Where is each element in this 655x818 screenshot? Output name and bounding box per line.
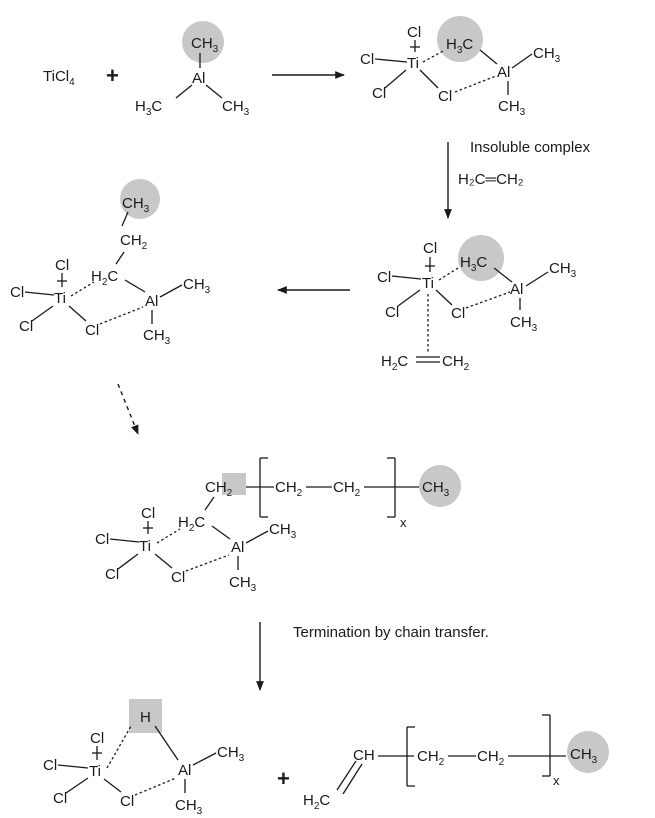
plus-sign-2: + [277,766,290,791]
svg-text:Cl: Cl [438,88,452,105]
growing-chain-complex: CH2 CH2 CH2 x CH3 H2C Cl Cl Ti Cl Cl Al … [95,457,461,594]
svg-text:CH3: CH3 [422,479,450,499]
svg-text:Cl: Cl [10,284,24,301]
svg-text:Cl: Cl [85,322,99,339]
svg-text:CH3: CH3 [143,327,171,347]
condition-insoluble-complex: Insoluble complex [470,139,591,156]
svg-text:H2C: H2C [178,514,205,534]
reactant-ticl4: TiCl4 [43,68,75,88]
svg-text:Al: Al [192,70,205,87]
end-highlight [222,473,246,495]
svg-text:Cl: Cl [377,269,391,286]
svg-text:Cl: Cl [360,51,374,68]
svg-text:CH3: CH3 [533,45,561,65]
svg-text:CH2: CH2 [333,479,361,499]
svg-text:H3C: H3C [460,254,487,274]
svg-text:CH3: CH3 [269,521,297,541]
svg-text:CH2: CH2 [477,748,505,768]
svg-text:H2C: H2C [381,353,408,373]
svg-text:Ti: Ti [89,763,101,780]
svg-text:Cl: Cl [407,24,421,41]
svg-text:CH2: CH2 [205,479,233,499]
svg-text:CH2: CH2 [275,479,303,499]
svg-text:x: x [553,773,560,788]
svg-text:CH3: CH3 [217,744,245,764]
methyl-highlight [419,465,461,507]
svg-text:CH3: CH3 [570,746,598,766]
svg-text:Al: Al [510,281,523,298]
svg-text:Cl: Cl [90,730,104,747]
svg-text:CH3: CH3 [549,260,577,280]
svg-text:Cl: Cl [451,305,465,322]
svg-text:H3C: H3C [446,36,473,56]
svg-text:H2C: H2C [91,268,118,288]
methyl-highlight [120,179,160,219]
svg-text:Cl: Cl [423,240,437,257]
svg-text:Cl: Cl [372,85,386,102]
svg-text:Cl: Cl [53,790,67,807]
svg-text:CH: CH [353,747,375,764]
svg-text:CH3: CH3 [175,797,203,817]
condition-termination: Termination by chain transfer. [293,624,489,641]
svg-text:CH3: CH3 [498,98,526,118]
ethylene-pi-complex: Cl Cl Ti Cl Cl H3C Al CH3 CH3 H2C CH2 [377,235,577,373]
reactant-trimethylaluminum: CH3 Al H3C CH3 [135,21,250,118]
svg-text:CH3: CH3 [122,195,150,215]
svg-text:CH3: CH3 [510,314,538,334]
svg-text:Cl: Cl [141,505,155,522]
svg-text:CH2: CH2 [120,232,148,252]
svg-text:H: H [140,709,151,726]
svg-text:Cl: Cl [385,304,399,321]
svg-text:Cl: Cl [105,566,119,583]
condition-ethylene: H₂C═CH₂ [458,171,524,188]
svg-text:TiCl4: TiCl4 [43,68,75,88]
svg-text:CH2: CH2 [442,353,470,373]
svg-text:CH2: CH2 [417,748,445,768]
reaction-arrow-4 [117,383,139,435]
svg-text:Cl: Cl [43,757,57,774]
svg-text:CH3: CH3 [183,276,211,296]
svg-text:Ti: Ti [139,538,151,555]
insertion-complex: CH3 CH2 H2C Cl Cl Ti Cl Cl Al CH3 CH3 [10,179,211,347]
svg-text:Ti: Ti [407,55,419,72]
svg-text:Al: Al [145,293,158,310]
svg-text:Cl: Cl [171,569,185,586]
svg-text:CH3: CH3 [229,574,257,594]
product-hydride-complex: H Cl Cl Ti Cl Cl Al CH3 CH3 [43,699,245,817]
methyl-highlight [567,731,609,773]
methyl-highlight [458,235,504,281]
plus-sign-1: + [106,63,119,88]
svg-text:Cl: Cl [19,318,33,335]
methyl-highlight [182,21,224,63]
svg-text:Cl: Cl [55,257,69,274]
svg-text:H2C: H2C [303,792,330,812]
svg-text:Cl: Cl [95,531,109,548]
svg-text:CH3: CH3 [191,35,219,55]
product-terminated-polymer: CH H2C CH2 CH2 x CH3 [303,714,609,812]
svg-text:Al: Al [178,762,191,779]
svg-text:H3C: H3C [135,98,162,118]
svg-text:Cl: Cl [120,793,134,810]
svg-text:Al: Al [231,539,244,556]
svg-text:CH3: CH3 [222,98,250,118]
svg-text:Al: Al [497,64,510,81]
ti-al-complex: Cl Cl Ti Cl Cl H3C Al CH3 CH3 [360,16,561,118]
svg-text:x: x [400,515,407,530]
svg-text:Ti: Ti [54,290,66,307]
methyl-highlight [437,16,483,62]
svg-text:Ti: Ti [422,275,434,292]
